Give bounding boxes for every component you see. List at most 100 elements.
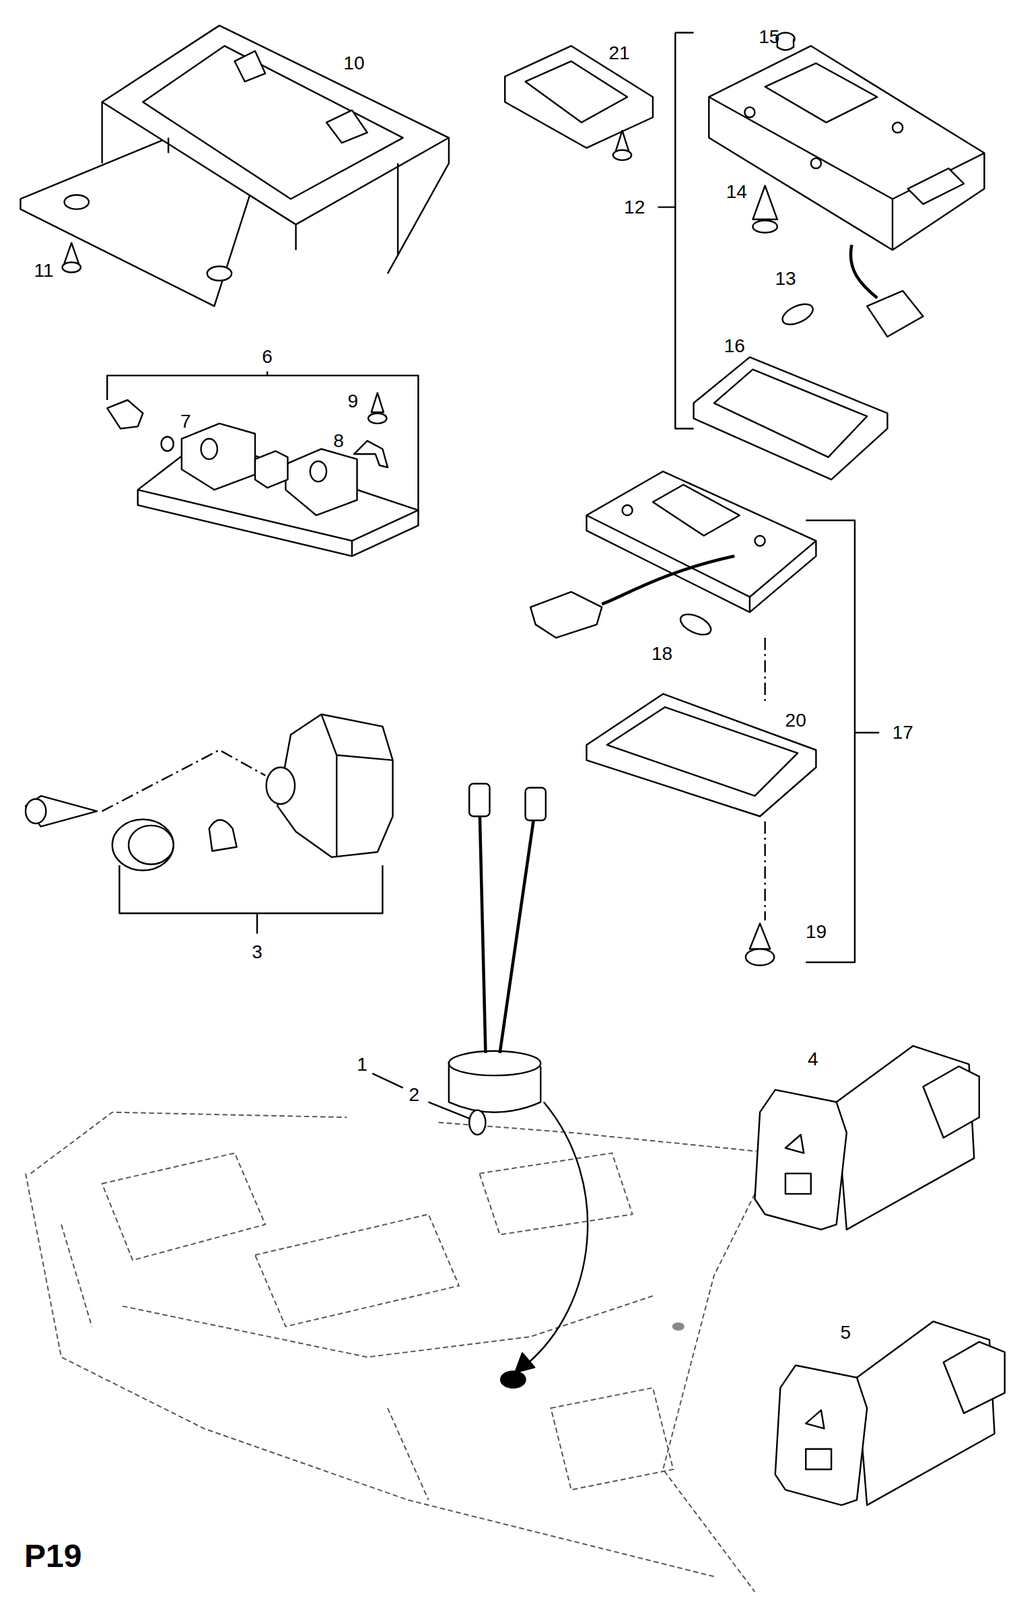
callout-number: 6 — [261, 347, 273, 367]
callout-number: 10 — [343, 53, 365, 73]
gasket-part — [504, 45, 653, 161]
switch-unit-3 — [25, 714, 394, 934]
callout-number: 16 — [724, 336, 746, 356]
bracket-part-stroke — [102, 25, 449, 225]
lamp-unit-6-stroke — [310, 461, 327, 482]
switch-unit-3-stroke — [112, 819, 174, 871]
lamp-unit-6-stroke — [181, 423, 256, 490]
bracket-part-stroke — [142, 45, 403, 199]
lamp-unit-12-stroke — [866, 290, 923, 337]
gasket-part-stroke — [525, 61, 628, 123]
lamp-unit-12-stroke — [811, 158, 822, 169]
callout-number: 5 — [840, 1322, 852, 1342]
lamp-unit-12-stroke — [779, 299, 816, 328]
lamp-unit-17-stroke — [530, 591, 602, 638]
gasket-part-stroke — [504, 45, 653, 149]
switch-part-5-stroke — [775, 1364, 867, 1505]
page-code: P19 — [24, 1539, 82, 1572]
switch-unit-3-stroke — [25, 798, 46, 823]
sensor-part-stroke — [469, 1109, 486, 1135]
lamp-unit-6-stroke — [354, 440, 388, 468]
lamp-unit-6-stroke — [285, 448, 357, 515]
switch-part-5-stroke — [943, 1341, 1005, 1413]
sensor-part-stroke — [448, 1050, 541, 1075]
bracket-part-stroke — [64, 242, 79, 264]
lamp-unit-12-stroke — [907, 168, 964, 204]
switch-unit-3-stroke — [102, 749, 266, 812]
lamp-unit-6 — [107, 371, 418, 556]
lamp-unit-12-stroke — [850, 245, 878, 299]
gasket-part-stroke — [613, 150, 632, 161]
sensor-part — [372, 783, 685, 1388]
dashboard-outline-stroke — [102, 1152, 266, 1260]
sensor-part-stroke — [514, 1352, 535, 1372]
bracket-part-stroke — [234, 51, 368, 143]
callout-number: 3 — [251, 942, 263, 962]
lamp-unit-17 — [530, 471, 880, 965]
lamp-unit-6-stroke — [137, 438, 419, 556]
lamp-unit-17-stroke — [586, 693, 816, 816]
lamp-unit-12-stroke — [658, 32, 694, 429]
sensor-part-stroke — [479, 800, 536, 1053]
bracket-part-stroke — [207, 265, 232, 280]
lamp-unit-6-stroke — [161, 436, 174, 451]
dashboard-outline-stroke — [30, 1111, 776, 1592]
callout-number: 2 — [409, 1085, 420, 1104]
callout-number: 18 — [651, 644, 673, 663]
lamp-unit-17-stroke — [607, 706, 798, 796]
switch-unit-3-stroke — [119, 864, 383, 934]
lamp-unit-17-stroke — [621, 504, 633, 515]
callout-number: 19 — [805, 922, 827, 941]
dashboard-outline-stroke — [550, 1387, 674, 1490]
switch-unit-3-stroke — [266, 767, 295, 805]
sensor-part-stroke — [500, 1371, 525, 1388]
callout-number: 15 — [758, 27, 780, 47]
switch-part-4-stroke — [922, 1065, 979, 1137]
lamp-unit-17-stroke — [652, 484, 740, 536]
switch-part-4 — [754, 1045, 979, 1230]
lamp-unit-6-stroke — [137, 489, 419, 556]
lamp-unit-12-stroke — [744, 107, 755, 118]
lamp-unit-17-stroke — [805, 520, 880, 962]
lamp-unit-6-stroke — [371, 392, 384, 412]
lamp-unit-17-stroke — [586, 471, 816, 612]
switch-part-4-stroke — [785, 1134, 812, 1194]
lamp-unit-12-stroke — [892, 122, 903, 133]
callout-number: 12 — [623, 197, 645, 217]
callout-number: 20 — [785, 710, 807, 730]
bracket-part — [20, 25, 449, 307]
lamp-unit-12-stroke — [752, 185, 777, 220]
dashboard-outline-stroke — [479, 1152, 633, 1234]
callout-number: 14 — [726, 182, 748, 202]
callout-number: 1 — [356, 1054, 368, 1074]
dashboard-outline-stroke — [255, 1213, 460, 1326]
switch-unit-3-stroke — [128, 825, 174, 865]
lamp-unit-6-stroke — [201, 438, 218, 460]
callout-number: 4 — [807, 1049, 819, 1069]
callout-number: 7 — [180, 411, 192, 431]
callout-number: 8 — [333, 431, 344, 451]
dashboard-outline-stroke — [122, 1295, 653, 1357]
dashboard-outline-stroke — [61, 1223, 429, 1499]
switch-unit-3-stroke — [25, 795, 97, 826]
lamp-unit-6-stroke — [107, 399, 143, 429]
lamp-unit-12-stroke — [693, 356, 888, 480]
bracket-part-stroke — [102, 102, 449, 274]
bracket-part-stroke — [64, 194, 89, 209]
switch-part-5 — [775, 1320, 1005, 1505]
lamp-unit-6-stroke — [368, 413, 387, 424]
switch-part-5-stroke — [805, 1409, 832, 1469]
lamp-unit-17-stroke — [754, 535, 765, 546]
lamp-unit-12-stroke — [714, 369, 867, 458]
lamp-unit-12 — [658, 32, 985, 480]
lamp-unit-17-stroke — [601, 555, 735, 604]
dashboard-outline-stroke — [25, 1173, 715, 1577]
lamp-unit-12-stroke — [765, 63, 878, 123]
callout-number: 11 — [34, 261, 54, 280]
lamp-unit-12-stroke — [752, 220, 777, 233]
switch-unit-3-stroke — [209, 819, 237, 851]
callout-number: 21 — [608, 43, 630, 63]
lamp-unit-17-stroke — [749, 922, 770, 949]
